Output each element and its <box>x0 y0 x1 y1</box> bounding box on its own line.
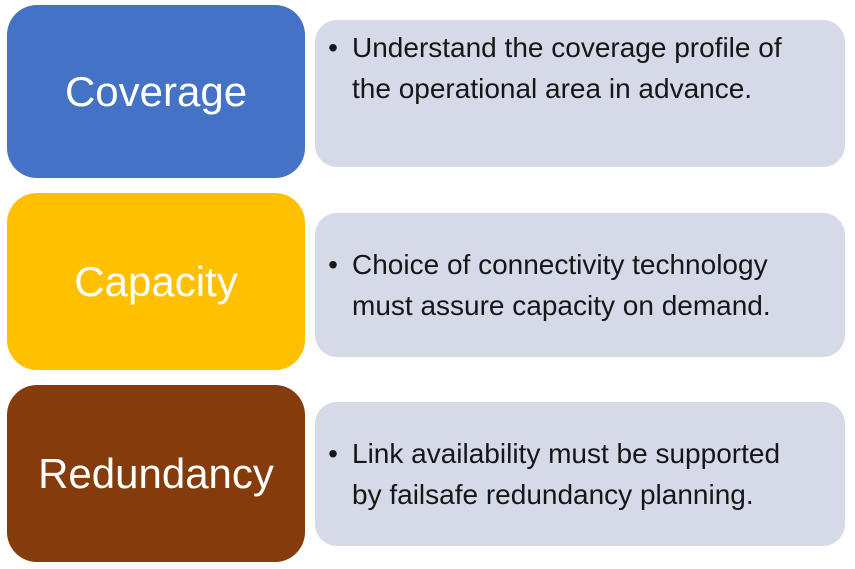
redundancy-description-text: Link availability must be supported by f… <box>352 438 781 510</box>
capacity-label: Capacity <box>74 257 238 305</box>
bullet-icon: • <box>328 249 338 280</box>
bullet-icon: • <box>328 438 338 469</box>
coverage-bullet-item: • Understand the coverage profile of the… <box>325 27 831 109</box>
capacity-bullet-item: • Choice of connectivity technology must… <box>325 244 831 326</box>
capacity-description-box: • Choice of connectivity technology must… <box>315 213 845 357</box>
redundancy-label-box: Redundancy <box>7 385 305 562</box>
bullet-icon: • <box>328 32 338 63</box>
capacity-description-text: Choice of connectivity technology must a… <box>352 249 771 321</box>
coverage-description-text: Understand the coverage profile of the o… <box>352 32 782 104</box>
coverage-label-box: Coverage <box>7 5 305 178</box>
redundancy-bullet-item: • Link availability must be supported by… <box>325 433 831 515</box>
redundancy-description-box: • Link availability must be supported by… <box>315 402 845 546</box>
capacity-label-box: Capacity <box>7 193 305 370</box>
coverage-description-box: • Understand the coverage profile of the… <box>315 20 845 167</box>
coverage-label: Coverage <box>64 67 248 115</box>
redundancy-label: Redundancy <box>38 449 274 497</box>
